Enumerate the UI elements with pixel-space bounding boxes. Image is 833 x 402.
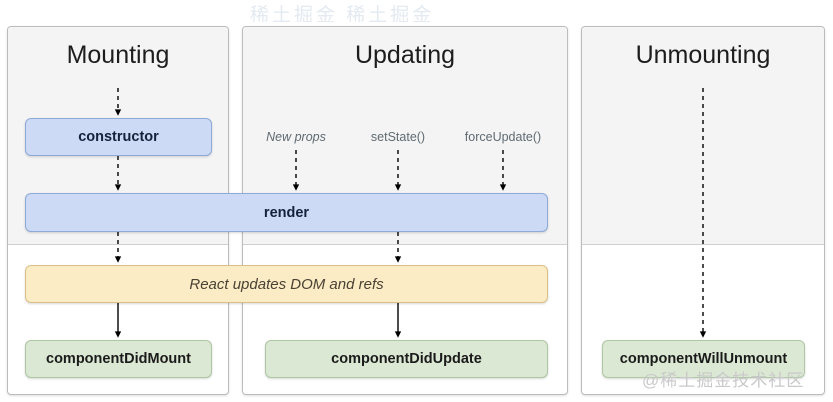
trigger-label-new-props: New props [266, 130, 326, 144]
watermark: @稀土掘金技术社区 [642, 371, 805, 390]
node-constructor: constructor [25, 118, 212, 156]
node-component-did-mount: componentDidMount [25, 340, 212, 378]
trigger-label-set-state: setState() [370, 130, 426, 144]
node-component-will-unmount: componentWillUnmount [602, 340, 805, 378]
top-watermark: 稀土掘金 稀土掘金 [250, 5, 435, 22]
node-render: render [25, 193, 548, 232]
node-react-updates-dom-refs: React updates DOM and refs [25, 265, 548, 303]
phase-title-mounting: Mounting [66, 41, 170, 69]
phase-title-unmounting: Unmounting [635, 41, 771, 69]
phase-title-updating: Updating [354, 41, 456, 69]
trigger-label-force-update: forceUpdate() [464, 130, 542, 144]
node-component-did-update: componentDidUpdate [265, 340, 548, 378]
